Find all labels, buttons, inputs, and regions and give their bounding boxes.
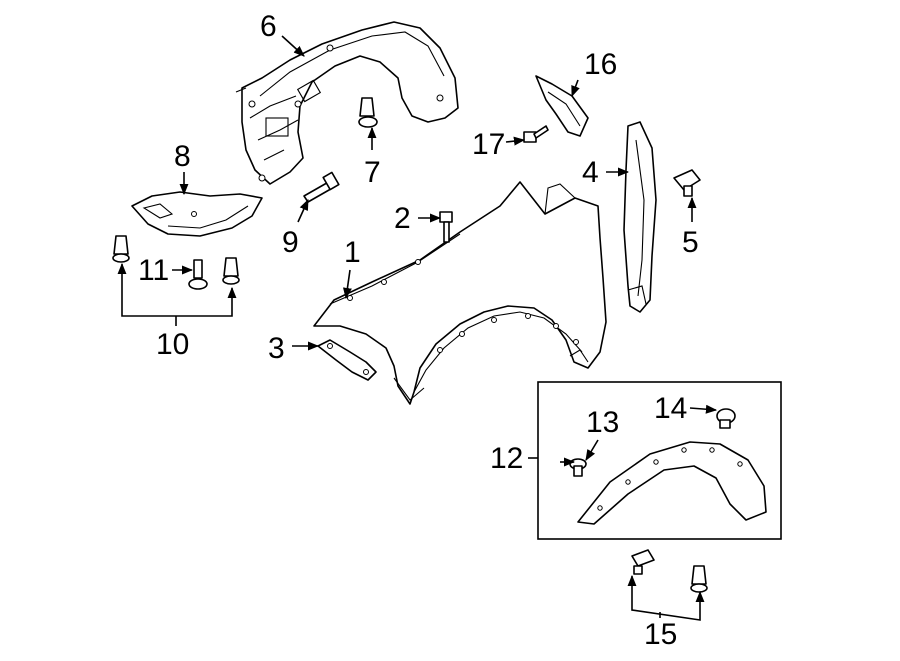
callout-1: 1	[344, 236, 361, 269]
molding-kit-box	[537, 381, 782, 540]
seal-strip-part	[623, 121, 657, 313]
callout-11: 11	[138, 254, 169, 287]
bracket-part	[317, 339, 377, 381]
screw-fastener	[303, 171, 340, 203]
tapping-screw-fastener	[188, 259, 208, 290]
bracket-10	[121, 266, 233, 317]
splash-clip-right	[222, 257, 240, 285]
retainer-clip-left	[631, 549, 655, 575]
callout-15: 15	[644, 618, 677, 651]
callout-14: 14	[654, 392, 687, 425]
callout-7: 7	[364, 156, 381, 189]
wheel-molding-part	[577, 441, 767, 525]
splash-shield-part	[131, 191, 263, 237]
callout-5: 5	[682, 226, 699, 259]
splash-clip-left	[112, 235, 130, 263]
callout-2: 2	[394, 202, 411, 235]
push-clip-fastener	[673, 169, 701, 197]
liner-clip-fastener	[358, 97, 378, 128]
callout-3: 3	[268, 332, 285, 365]
callout-8: 8	[174, 140, 191, 173]
callout-10: 10	[156, 328, 189, 361]
fender-liner-part	[235, 21, 459, 185]
callout-9: 9	[282, 226, 299, 259]
callout-16: 16	[584, 48, 617, 81]
bracket-15	[631, 578, 701, 621]
callout-6: 6	[260, 10, 277, 43]
bracket-bolt-fastener	[523, 125, 549, 143]
callout-4: 4	[582, 156, 599, 189]
callout-13: 13	[586, 406, 619, 439]
callout-12: 12	[490, 442, 523, 475]
molding-nut-fastener	[716, 408, 736, 429]
callout-17: 17	[472, 128, 505, 161]
retainer-clip-right	[690, 565, 708, 593]
upper-bracket-part	[535, 75, 589, 137]
bolt-fastener	[439, 211, 453, 243]
fender-part	[313, 181, 607, 405]
